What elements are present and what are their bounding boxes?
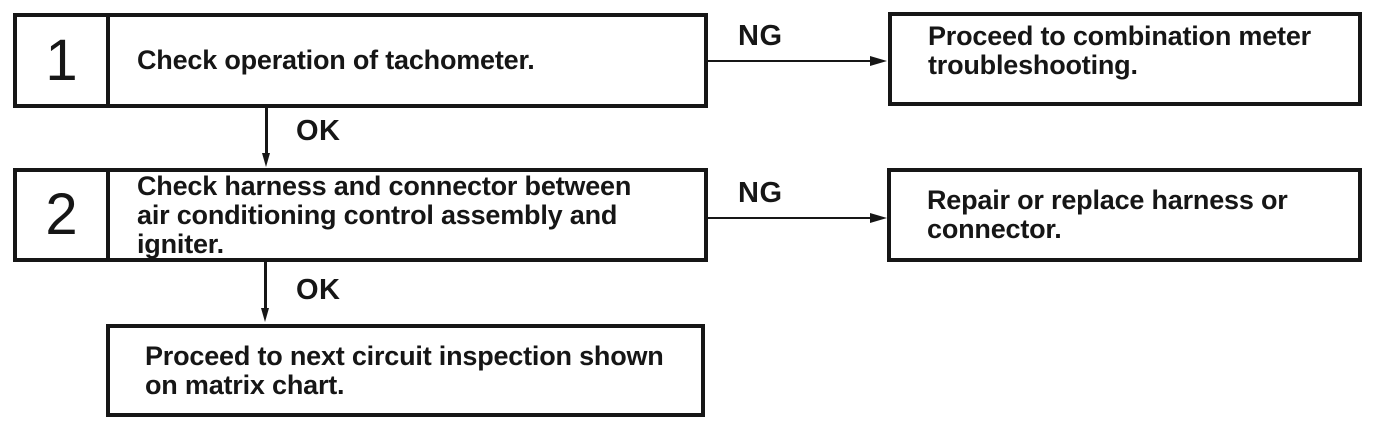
step-1-number: 1 xyxy=(17,17,110,104)
arrow-down-icon xyxy=(261,308,269,322)
step-2-action-text: Check harness and connector between air … xyxy=(137,170,632,259)
final-action-box: Proceed to next circuit inspection shown… xyxy=(106,324,705,417)
step-1-action-cell: Check operation of tachometer. xyxy=(110,17,704,104)
step-1-ng-result-text: Proceed to combination meter troubleshoo… xyxy=(928,21,1311,80)
step-2-ok-label: OK xyxy=(296,274,341,306)
arrow-right-icon xyxy=(870,213,887,223)
step-2-action-cell: Check harness and connector between air … xyxy=(110,170,704,259)
step-1-action-text: Check operation of tachometer. xyxy=(137,45,535,75)
arrow-down-icon xyxy=(262,153,270,167)
step-2-ng-result-text: Repair or replace harness or connector. xyxy=(927,185,1288,244)
step-1-ok-connector-line xyxy=(265,108,268,154)
step-2-number: 2 xyxy=(17,172,110,258)
step-1-box: 1 Check operation of tachometer. xyxy=(13,13,708,108)
step-1-ng-connector-line xyxy=(708,60,872,62)
step-2-ng-connector-line xyxy=(708,217,872,219)
step-1-ok-label: OK xyxy=(296,115,341,147)
step-2-ok-connector-line xyxy=(264,262,267,309)
step-2-ng-result-box: Repair or replace harness or connector. xyxy=(887,168,1362,262)
step-2-box: 2 Check harness and connector between ai… xyxy=(13,168,708,262)
step-1-ng-result-box: Proceed to combination meter troubleshoo… xyxy=(888,12,1362,106)
final-action-text: Proceed to next circuit inspection shown… xyxy=(145,340,664,400)
step-2-ng-label: NG xyxy=(738,177,783,209)
arrow-right-icon xyxy=(870,56,887,66)
step-1-ng-label: NG xyxy=(738,20,783,52)
